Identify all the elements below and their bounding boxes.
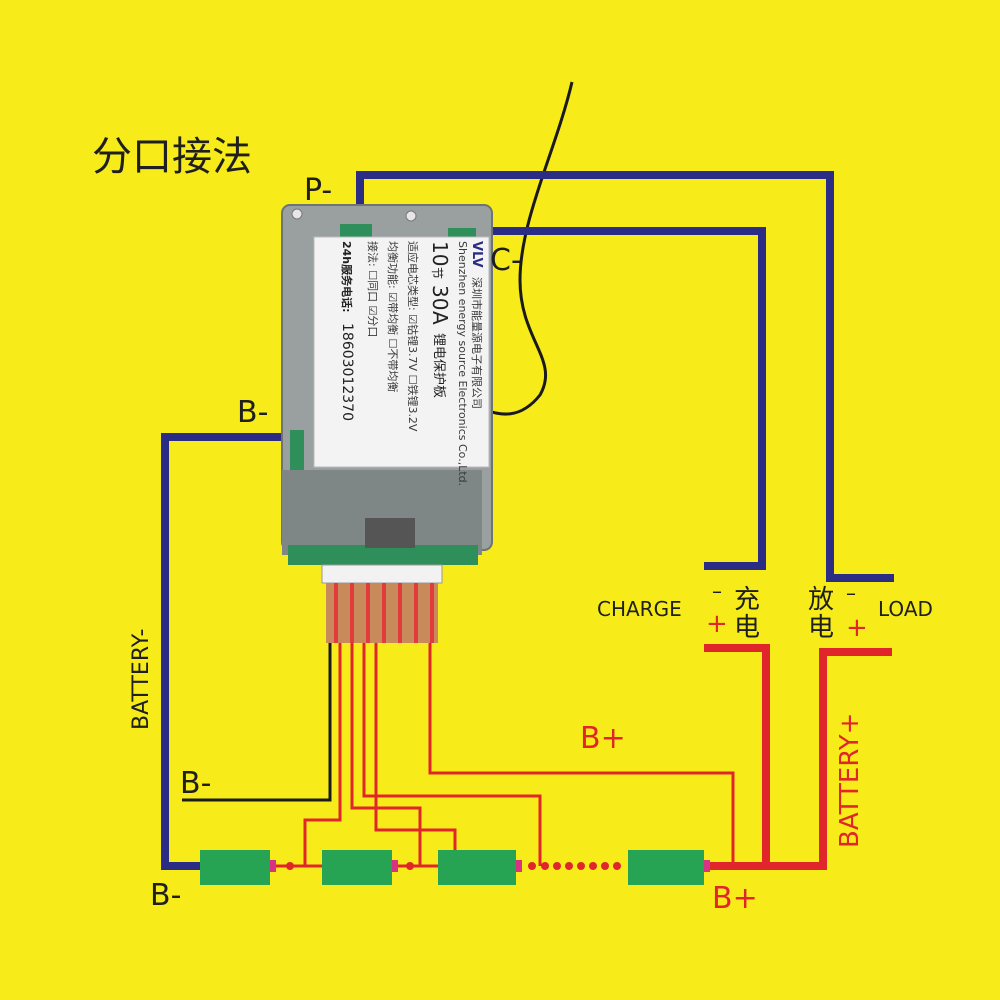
label-b-minus-mid: B- (180, 766, 211, 801)
balance-lead-bundle (326, 583, 438, 643)
bms-board: VLV 深圳市能量源电子有限公司 Shenzhen energy source … (281, 204, 493, 584)
label-c-minus: C- (490, 243, 522, 278)
label-charge-cn-1: 充 (734, 585, 760, 615)
connector-socket (365, 518, 415, 548)
balance-connector (321, 564, 443, 584)
label-battery-minus: BATTERY- (129, 629, 154, 730)
label-b-minus-bottom: B- (150, 878, 181, 913)
b-minus-pad (290, 430, 304, 470)
label-load-plus: + (846, 613, 868, 643)
cell-n (628, 850, 704, 885)
board-phone: 18603012370 (339, 323, 355, 421)
board-spec-unit-2: A (428, 311, 452, 325)
label-charge-plus: + (706, 609, 728, 639)
board-opt-1: 适应电芯类型: ☑钴锂3.7V ☐铁锂3.2V (406, 241, 420, 432)
balance-sense-wires (303, 643, 735, 866)
board-screw-1 (291, 208, 303, 220)
cell-1-terminal (270, 860, 276, 872)
label-b-plus-bottom: B+ (712, 881, 758, 916)
board-pcb-edge (288, 545, 478, 565)
board-label: VLV 深圳市能量源电子有限公司 Shenzhen energy source … (313, 236, 490, 486)
diagram-title: 分口接法 (92, 134, 252, 180)
cell-2-terminal (392, 860, 398, 872)
cell-1 (200, 850, 270, 885)
board-spec-cells: 10 (428, 241, 452, 266)
positive-wires (704, 644, 892, 870)
board-company: 深圳市能量源电子有限公司 (470, 277, 484, 409)
label-load-minus: – (846, 581, 856, 605)
board-spec-current: 30 (428, 285, 452, 310)
board-opt-3: 接法: ☐同口 ☑分口 (366, 241, 380, 337)
label-p-minus: P- (304, 173, 332, 208)
p-minus-wire (356, 171, 894, 582)
b-minus-wire (161, 433, 304, 870)
label-charge-cn-2: 电 (734, 613, 760, 643)
label-discharge-cn-1: 放 (808, 585, 834, 615)
c-minus-wire (464, 227, 766, 570)
label-charge: CHARGE (597, 597, 682, 621)
label-load: LOAD (878, 597, 933, 621)
label-discharge-cn-2: 电 (808, 613, 834, 643)
cell-3 (438, 850, 516, 885)
cell-n-terminal (704, 860, 710, 872)
label-charge-minus: – (712, 579, 722, 603)
cell-2 (322, 850, 392, 885)
cell-3-terminal (516, 860, 522, 872)
label-b-plus-mid: B+ (580, 721, 626, 756)
b-minus-sense-wire (182, 580, 332, 802)
board-opt-2: 均衡功能: ☑带均衡 ☐不带均衡 (386, 241, 400, 392)
sensor-wire (484, 81, 574, 416)
board-company-en: Shenzhen energy source Electronics Co.,L… (456, 241, 469, 486)
board-phone-label: 24h服务电话: (340, 241, 354, 313)
board-spec-unit-1: 节 (430, 267, 444, 279)
p-minus-pad (340, 224, 372, 238)
board-screw-2 (405, 210, 417, 222)
board-logo: VLV (469, 241, 484, 268)
negative-wires (161, 171, 894, 870)
board-product: 锂电保护板 (431, 333, 446, 398)
series-dots (286, 862, 621, 870)
label-b-minus-top: B- (237, 395, 268, 430)
battery-cells (200, 850, 710, 885)
board-label-bg (313, 236, 490, 468)
label-battery-plus: BATTERY+ (835, 713, 865, 848)
